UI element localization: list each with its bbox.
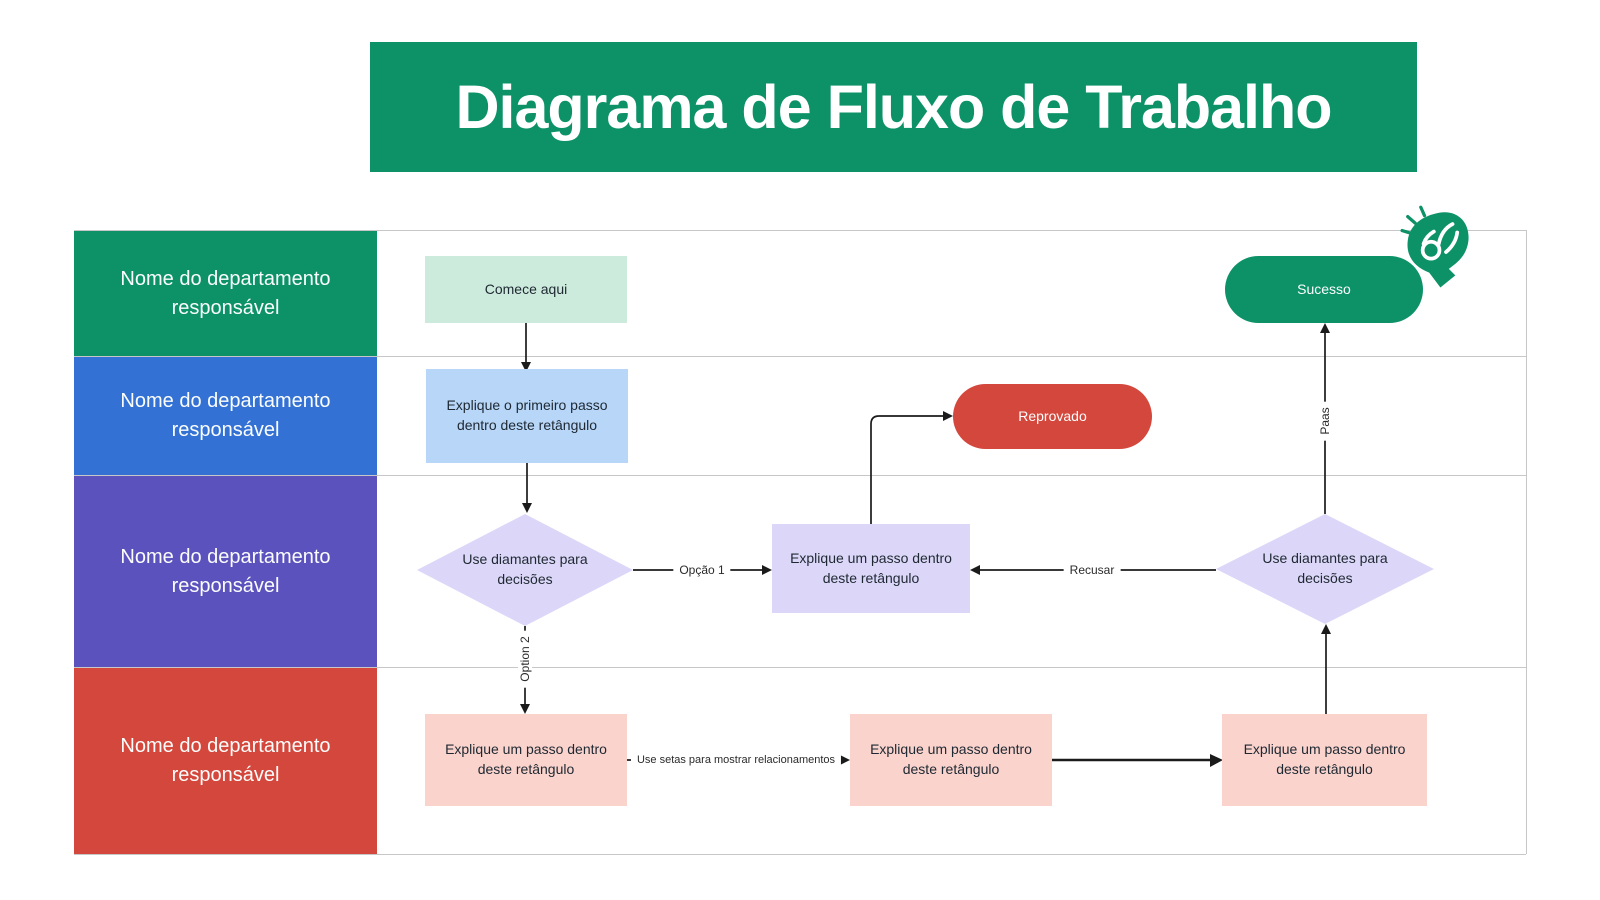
bottom-step-1-label: Explique um passo dentro deste retângulo [445, 741, 607, 777]
success-label: Sucesso [1297, 280, 1351, 297]
page-title: Diagrama de Fluxo de Trabalho [455, 73, 1332, 141]
arrowhead [970, 565, 980, 575]
arrowhead [1210, 754, 1223, 767]
edge-label-option2: Option 2 [518, 630, 532, 688]
arrowhead [1320, 323, 1330, 333]
hand-icon-rays [1400, 205, 1427, 236]
arrowhead [521, 362, 531, 372]
bottom-step-node-3[interactable]: Explique um passo dentro deste retângulo [1222, 714, 1427, 806]
success-pill[interactable]: Sucesso [1225, 256, 1423, 323]
lane-label-1[interactable]: Nome do departamento responsável [74, 231, 377, 356]
rejected-pill[interactable]: Reprovado [953, 384, 1152, 449]
bottom-step-2-label: Explique um passo dentro deste retângulo [870, 741, 1032, 777]
swimlane-4: Nome do departamento responsável [74, 668, 1526, 855]
bottom-step-node-2[interactable]: Explique um passo dentro deste retângulo [850, 714, 1052, 806]
swimlane-2: Nome do departamento responsável [74, 357, 1526, 476]
arrowhead [943, 411, 953, 421]
swimlane-1: Nome do departamento responsável [74, 231, 1526, 357]
lane-label-3[interactable]: Nome do departamento responsável [74, 476, 377, 667]
decision-right-label: Use diamantes para decisões [1262, 550, 1388, 586]
lane-label-2[interactable]: Nome do departamento responsável [74, 357, 377, 475]
flowchart-layer: Comece aqui Explique o primeiro passo de… [74, 231, 1527, 855]
arrowhead [840, 755, 850, 765]
edge-label-pass: Paas [1318, 401, 1332, 441]
edge-label-refuse: Recusar [1063, 563, 1121, 577]
bottom-step-3-label: Explique um passo dentro deste retângulo [1243, 741, 1406, 777]
hand-icon-fingers [1420, 222, 1460, 261]
first-step-label: Explique o primeiro passo dentro deste r… [446, 397, 608, 433]
edge-label-option1: Opção 1 [673, 563, 731, 577]
arrowhead [522, 503, 532, 513]
middle-step-node[interactable]: Explique um passo dentro deste retângulo [772, 524, 970, 613]
start-node-label: Comece aqui [484, 280, 568, 297]
arrowhead [1321, 624, 1331, 634]
swimlane-3: Nome do departamento responsável [74, 476, 1526, 668]
arrowhead [520, 704, 530, 714]
bottom-step-node-1[interactable]: Explique um passo dentro deste retângulo [425, 714, 627, 806]
decision-left-label: Use diamantes para decisões [462, 551, 588, 587]
rejected-label: Reprovado [1018, 407, 1087, 424]
swimlane-board: Nome do departamento responsável Nome do… [74, 230, 1527, 855]
snapping-fingers-hand-icon [1400, 205, 1469, 288]
edge-label-relationships: Use setas para mostrar relacionamentos [630, 754, 842, 766]
title-banner: Diagrama de Fluxo de Trabalho [370, 42, 1417, 172]
first-step-node[interactable]: Explique o primeiro passo dentro deste r… [426, 369, 628, 463]
arrowhead [762, 565, 772, 575]
lane-label-4[interactable]: Nome do departamento responsável [74, 668, 377, 854]
arrow-middle-to-rejected [870, 415, 943, 524]
start-node[interactable]: Comece aqui [425, 256, 627, 323]
middle-step-label: Explique um passo dentro deste retângulo [790, 549, 952, 586]
